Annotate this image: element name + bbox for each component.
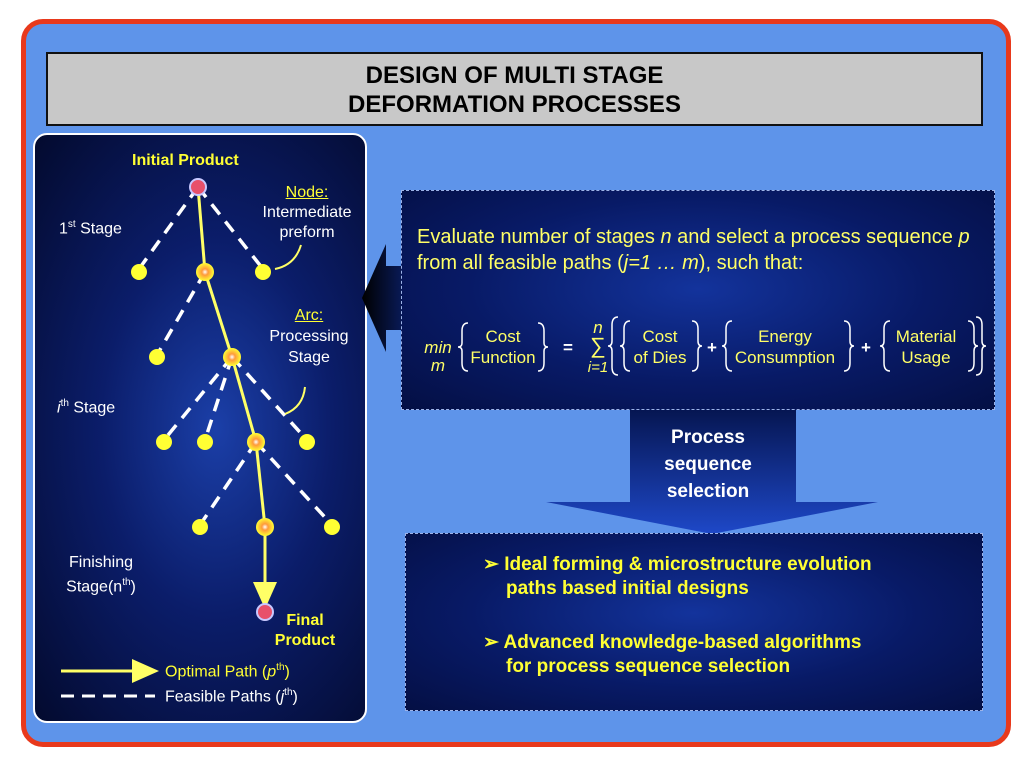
process-tree-diagram <box>61 178 340 698</box>
node-callout: Node: Intermediate preform <box>262 184 352 241</box>
arc-callout-pointer <box>284 386 306 415</box>
optimal-node <box>256 518 274 536</box>
legend-optimal-label: Optimal Path (pth) <box>165 662 290 681</box>
title-line-2: DEFORMATION PROCESSES <box>348 91 681 118</box>
process-sequence-label: Process sequence selection <box>664 427 752 502</box>
outcome-bullet-2: ➢ Advanced knowledge-based algorithms fo… <box>483 632 862 677</box>
left-pointer-arrow <box>362 244 406 352</box>
stage-i-label: ith Stage <box>57 398 116 417</box>
cost-function-term: Cost Function <box>470 327 536 367</box>
process-tree-panel: Initial Product 1st Stage Node: Intermed… <box>33 133 367 723</box>
process-sequence-arrow <box>546 410 878 534</box>
outcome-bullet-1: ➢ Ideal forming & microstructure evoluti… <box>483 554 872 599</box>
evaluate-box: Evaluate number of stages n and select a… <box>401 190 995 410</box>
tree-nodes <box>131 178 340 621</box>
tree-node <box>131 264 147 280</box>
sum-upper-limit: n <box>593 318 603 337</box>
tree-node <box>299 434 315 450</box>
equals-sign: = <box>563 338 573 357</box>
initial-product-node <box>189 178 207 196</box>
min-label: min m <box>424 338 452 375</box>
initial-product-label: Initial Product <box>132 152 239 169</box>
final-product-label: Final Product <box>274 612 336 649</box>
plus-sign-2: + <box>861 338 871 357</box>
evaluate-text: Evaluate number of stages n and select a… <box>417 226 970 274</box>
summation-brackets <box>608 316 986 376</box>
energy-consumption-term: Energy Consumption <box>734 327 836 367</box>
title-line-1: DESIGN OF MULTI STAGE <box>365 62 664 89</box>
title-box: DESIGN OF MULTI STAGE DEFORMATION PROCES… <box>46 52 983 126</box>
optimal-node <box>247 433 265 451</box>
legend-feasible-label: Feasible Paths (jth) <box>165 687 298 706</box>
tree-node <box>149 349 165 365</box>
cost-function-brackets <box>458 322 548 372</box>
finishing-stage-label: Finishing Stage(nth) <box>66 554 136 596</box>
plus-sign-1: + <box>707 338 717 357</box>
outcomes-box: ➢ Ideal forming & microstructure evoluti… <box>405 533 983 711</box>
tree-node <box>324 519 340 535</box>
material-usage-term: Material Usage <box>895 327 957 367</box>
feasible-paths <box>137 185 334 527</box>
arc-callout: Arc: Processing Stage <box>269 307 349 366</box>
tree-node <box>156 434 172 450</box>
cost-of-dies-term: Cost of Dies <box>633 327 687 367</box>
tree-node <box>197 434 213 450</box>
final-product-node <box>256 603 274 621</box>
sum-symbol: ∑ <box>590 333 606 358</box>
sum-lower-limit: i=1 <box>587 359 609 376</box>
optimal-node <box>223 348 241 366</box>
optimal-node <box>196 263 214 281</box>
node-callout-pointer <box>274 244 302 270</box>
tree-node <box>192 519 208 535</box>
stage-1-label: 1st Stage <box>59 219 122 238</box>
optimal-path <box>196 186 277 609</box>
tree-node <box>255 264 271 280</box>
